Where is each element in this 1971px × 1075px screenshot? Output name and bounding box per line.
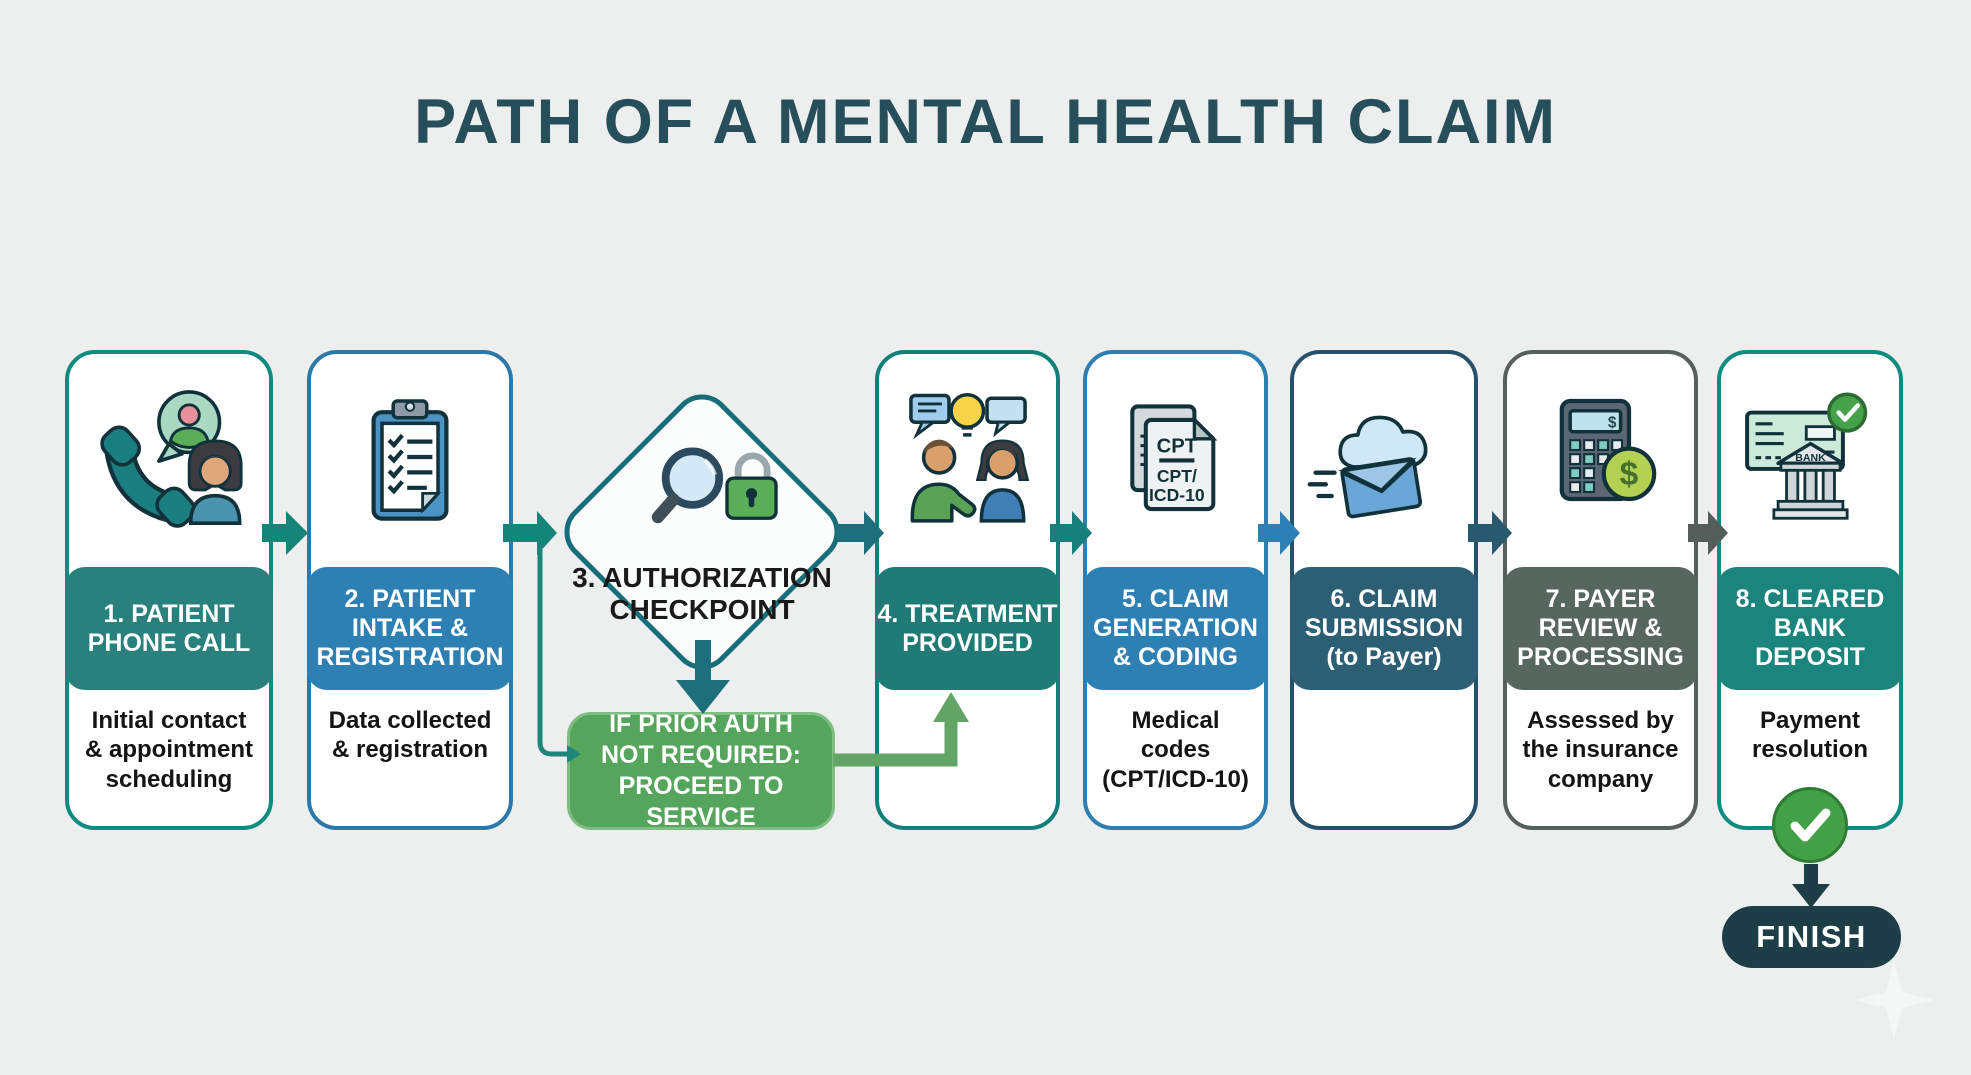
step-caption: Data collected & registration xyxy=(328,707,492,764)
step-card-8: BANK 8. CLEARED BANK DEPOSIT Payment res… xyxy=(1717,350,1903,830)
therapy-conversation-icon xyxy=(879,364,1056,564)
step-caption: Initial contact & appointment scheduling xyxy=(85,707,253,793)
flow-arrow-4-5 xyxy=(1050,511,1092,555)
step-card-1: 1. PATIENT PHONE CALL Initial contact & … xyxy=(65,350,273,830)
step-label: 7. PAYER REVIEW & PROCESSING xyxy=(1503,567,1698,690)
svg-text:$: $ xyxy=(1619,456,1638,493)
step-card-6: 6. CLAIM SUBMISSION (to Payer) xyxy=(1290,350,1478,830)
decision-label: 3. AUTHORIZATION CHECKPOINT xyxy=(572,562,832,626)
step-caption: Payment resolution xyxy=(1751,707,1868,764)
email-cloud-icon xyxy=(1294,364,1474,564)
page-title: PATH OF A MENTAL HEALTH CLAIM xyxy=(414,87,1557,157)
step-label: 5. CLAIM GENERATION & CODING xyxy=(1083,567,1268,690)
finish-check-icon xyxy=(1772,787,1848,863)
finish-down-arrow xyxy=(1792,864,1830,908)
flow-arrow-7-8 xyxy=(1688,511,1728,555)
bank-check-icon: BANK xyxy=(1721,364,1899,564)
decision-down-arrow xyxy=(676,640,730,714)
flow-arrow-5-6 xyxy=(1258,511,1300,555)
step-caption: Medical codes (CPT/ICD-10) xyxy=(1102,707,1249,793)
svg-text:$: $ xyxy=(1607,415,1616,432)
svg-text:CPT/: CPT/ xyxy=(1157,466,1197,486)
flow-arrow-1-2 xyxy=(262,511,308,555)
step-card-5: CPT CPT/ ICD-10 5. CLAIM GENERATION & CO… xyxy=(1083,350,1268,830)
phone-person-icon xyxy=(69,364,269,564)
calculator-dollar-icon: $ $ xyxy=(1507,364,1694,564)
prior-auth-branch-box: IF PRIOR AUTH NOT REQUIRED: PROCEED TO S… xyxy=(567,710,835,831)
clipboard-checklist-icon xyxy=(311,364,509,564)
step-label: 1. PATIENT PHONE CALL xyxy=(65,567,273,690)
step-caption: Assessed by the insurance company xyxy=(1522,707,1679,793)
svg-text:BANK: BANK xyxy=(1795,452,1826,464)
step-card-2: 2. PATIENT INTAKE & REGISTRATION Data co… xyxy=(307,350,513,830)
flow-arrow-2-3 xyxy=(503,511,557,555)
finish-label: FINISH xyxy=(1756,919,1867,954)
sparkle-decoration xyxy=(1854,960,1934,1040)
finish-pill: FINISH xyxy=(1722,906,1901,968)
step-label: 4. TREATMENT PROVIDED xyxy=(875,567,1060,690)
step-label: 6. CLAIM SUBMISSION (to Payer) xyxy=(1290,567,1478,690)
svg-text:ICD-10: ICD-10 xyxy=(1149,484,1205,504)
flow-arrow-3-4 xyxy=(836,511,884,555)
branch-label: IF PRIOR AUTH NOT REQUIRED: PROCEED TO S… xyxy=(601,709,801,832)
step-label: 2. PATIENT INTAKE & REGISTRATION xyxy=(307,567,513,690)
step-card-4: 4. TREATMENT PROVIDED xyxy=(875,350,1060,830)
step-label: 8. CLEARED BANK DEPOSIT xyxy=(1717,567,1903,690)
branch-entry-line xyxy=(537,546,581,763)
step-card-7: $ $ 7. PAYER REVIEW & PROCESSING Assesse… xyxy=(1503,350,1698,830)
magnifier-lock-icon xyxy=(640,438,785,550)
cpt-documents-icon: CPT CPT/ ICD-10 xyxy=(1087,364,1264,564)
branch-exit-arrow xyxy=(833,692,969,767)
svg-text:CPT: CPT xyxy=(1157,435,1198,457)
flow-arrow-6-7 xyxy=(1468,511,1512,555)
